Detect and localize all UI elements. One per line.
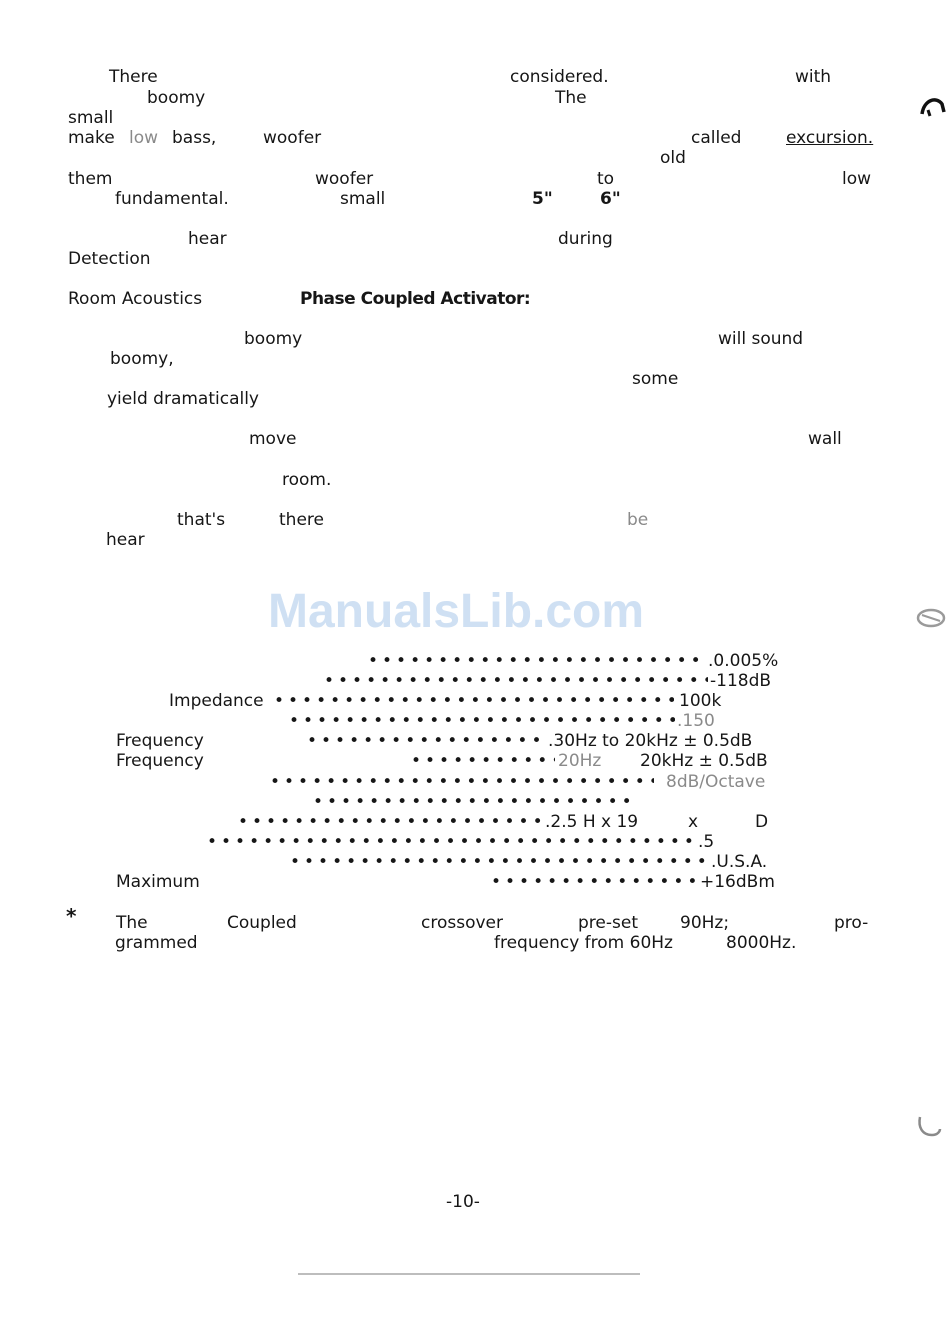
word: 5" xyxy=(532,189,553,209)
word: yield dramatically xyxy=(107,389,259,409)
word: 90Hz; xyxy=(680,913,730,933)
heading-left: Room Acoustics xyxy=(68,289,203,309)
spec-label: Maximum xyxy=(116,872,200,892)
spec-value: 20Hz xyxy=(558,751,602,771)
word: there xyxy=(279,510,324,530)
word: move xyxy=(249,429,297,449)
word: excursion. xyxy=(786,128,874,148)
leader-dots: ••••••••••••••••••••••••••••••••••••••••… xyxy=(324,671,708,691)
spec-label: Frequency xyxy=(116,751,204,771)
word: room. xyxy=(282,470,332,490)
word: wall xyxy=(808,429,842,449)
word: crossover xyxy=(421,913,503,933)
word: boomy xyxy=(147,88,206,108)
word: pre-set xyxy=(578,913,638,933)
leader-dots: ••••••••••••••••••••••••••••••••••••••••… xyxy=(270,772,654,792)
word: grammed xyxy=(115,933,198,953)
leader-dots: •••••••••••••••••••••••••••• xyxy=(307,731,547,751)
footnote-marker: * xyxy=(66,904,77,928)
leader-dots: ••••••••••••••••••••••••••••••••••••• xyxy=(313,792,631,812)
word: The xyxy=(555,88,587,108)
scan-mark-icon xyxy=(916,608,946,628)
word: hear xyxy=(188,229,227,249)
word: pro- xyxy=(834,913,869,933)
spec-value: .2.5 H x 19 xyxy=(545,812,639,832)
word: The xyxy=(116,913,148,933)
word: during xyxy=(558,229,613,249)
word: Detection xyxy=(68,249,151,269)
spec-value: +16dBm xyxy=(700,872,775,892)
word: low xyxy=(842,169,872,189)
word: to xyxy=(597,169,615,189)
word: be xyxy=(627,510,649,530)
spec-value: x xyxy=(688,812,699,832)
word: 6" xyxy=(600,189,621,209)
spec-value: 8dB/Octave xyxy=(666,772,766,792)
spec-value: 100k xyxy=(679,691,722,711)
scan-mark-icon xyxy=(918,1116,942,1137)
scan-mark-icon xyxy=(920,98,946,117)
word: frequency from 60Hz xyxy=(494,933,673,953)
word: old xyxy=(660,148,686,168)
leader-dots: ••••••••••••••••••••••••••••••••••••••••… xyxy=(207,832,697,852)
leader-dots: •••••••••••••••••••••••• xyxy=(491,872,697,892)
word: them xyxy=(68,169,113,189)
spec-value: .150 xyxy=(677,711,715,731)
word: small xyxy=(340,189,386,209)
word: fundamental. xyxy=(115,189,229,209)
spec-value: -118dB xyxy=(710,671,772,691)
word: woofer xyxy=(263,128,322,148)
word: some xyxy=(632,369,679,389)
leader-dots: ••••••••••••••••••••••••••••••••••••••••… xyxy=(290,852,710,872)
word: hear xyxy=(106,530,145,550)
word: Coupled xyxy=(227,913,297,933)
leader-dots: •••••••••••••••••••••••••••••••••••••••• xyxy=(368,651,706,671)
leader-dots: •••••••••••••••••••••••••••••••••••• xyxy=(238,812,544,832)
spec-label: Impedance xyxy=(169,691,264,711)
word: that's xyxy=(177,510,226,530)
spec-value: .0.005% xyxy=(708,651,779,671)
leader-dots: ••••••••••••••••• xyxy=(411,751,555,771)
word: called xyxy=(691,128,742,148)
spec-label: Frequency xyxy=(116,731,204,751)
word: There xyxy=(109,67,158,87)
bottom-rule xyxy=(298,1273,640,1275)
word: boomy, xyxy=(110,349,174,369)
page-number: -10- xyxy=(446,1192,480,1212)
word: small xyxy=(68,108,114,128)
leader-dots: ••••••••••••••••••••••••••••••••••••••••… xyxy=(289,711,675,731)
word: make xyxy=(68,128,115,148)
leader-dots: ••••••••••••••••••••••••••••••••••••••••… xyxy=(274,691,674,711)
word: 8000Hz. xyxy=(726,933,797,953)
word: will sound xyxy=(718,329,804,349)
word: considered. xyxy=(510,67,609,87)
watermark: ManualsLib.com xyxy=(268,585,645,638)
heading-right: Phase Coupled Activator: xyxy=(300,289,531,309)
word: woofer xyxy=(315,169,374,189)
spec-value: D xyxy=(755,812,769,832)
spec-value: .5 xyxy=(698,832,715,852)
word: boomy xyxy=(244,329,303,349)
spec-value: .30Hz to 20kHz ± 0.5dB xyxy=(548,731,753,751)
word: with xyxy=(795,67,832,87)
word: bass, xyxy=(172,128,217,148)
spec-value: .U.S.A. xyxy=(711,852,768,872)
word: low xyxy=(129,128,159,148)
spec-value: 20kHz ± 0.5dB xyxy=(640,751,768,771)
